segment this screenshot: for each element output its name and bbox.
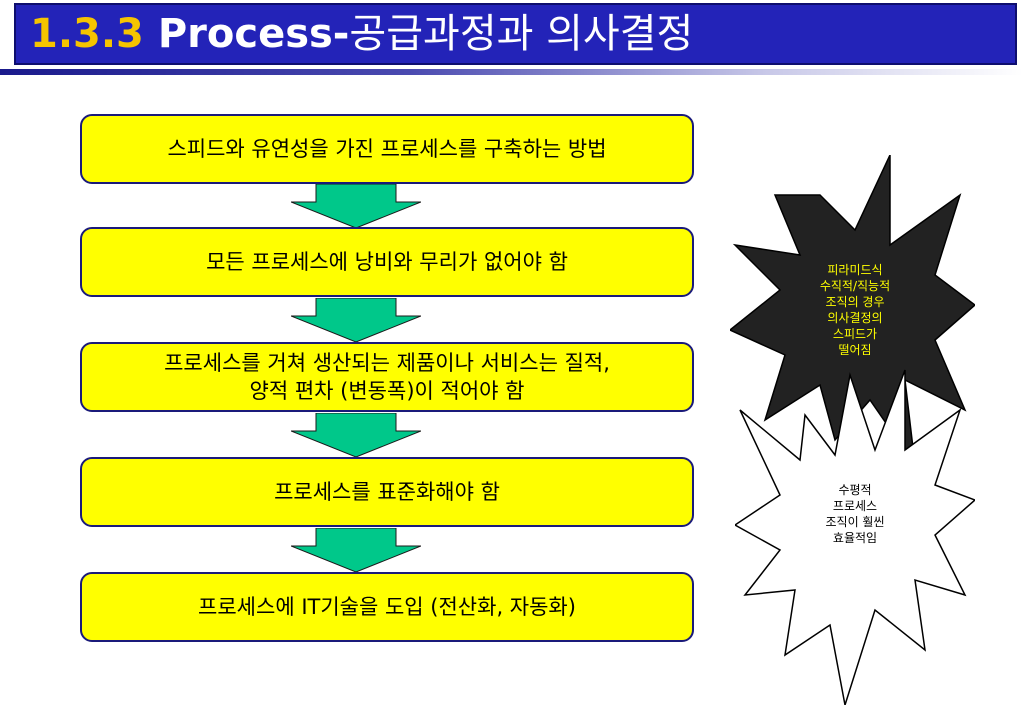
step-1-label: 스피드와 유연성을 가진 프로세스를 구축하는 방법 bbox=[167, 137, 607, 161]
title-korean: 공급과정과 의사결정 bbox=[349, 11, 694, 57]
page-title: 1.3.3 Process-공급과정과 의사결정 bbox=[30, 7, 693, 61]
step-5-label: 프로세스에 IT기술을 도입 (전산화, 자동화) bbox=[198, 595, 576, 619]
process-step-5: 프로세스에 IT기술을 도입 (전산화, 자동화) bbox=[80, 572, 694, 642]
process-step-1: 스피드와 유연성을 가진 프로세스를 구축하는 방법 bbox=[80, 114, 694, 184]
flow-arrow-2 bbox=[291, 298, 421, 342]
pyramid-callout-text: 피라미드식 수직적/직능적 조직의 경우 의사결정의 스피드가 떨어짐 bbox=[819, 263, 891, 357]
flow-arrow-3 bbox=[291, 413, 421, 457]
title-english: Process- bbox=[157, 11, 350, 57]
horizontal-callout-text: 수평적 프로세스 조직이 훨씬 효율적임 bbox=[825, 483, 885, 545]
horizontal-callout-burst bbox=[735, 369, 975, 705]
process-step-2: 모든 프로세스에 낭비와 무리가 없어야 함 bbox=[80, 227, 694, 297]
title-bar: 1.3.3 Process-공급과정과 의사결정 bbox=[14, 3, 1017, 65]
title-number: 1.3.3 bbox=[30, 11, 144, 57]
step-4-label: 프로세스를 표준화해야 함 bbox=[274, 480, 500, 504]
flow-arrow-4 bbox=[291, 528, 421, 572]
process-step-4: 프로세스를 표준화해야 함 bbox=[80, 457, 694, 527]
step-2-label: 모든 프로세스에 낭비와 무리가 없어야 함 bbox=[206, 250, 568, 274]
step-3-label: 프로세스를 거쳐 생산되는 제품이나 서비스는 질적, 양적 편차 (변동폭)이… bbox=[164, 351, 610, 403]
title-underline bbox=[0, 69, 1023, 75]
flow-arrow-1 bbox=[291, 184, 421, 228]
process-step-3: 프로세스를 거쳐 생산되는 제품이나 서비스는 질적, 양적 편차 (변동폭)이… bbox=[80, 342, 694, 412]
